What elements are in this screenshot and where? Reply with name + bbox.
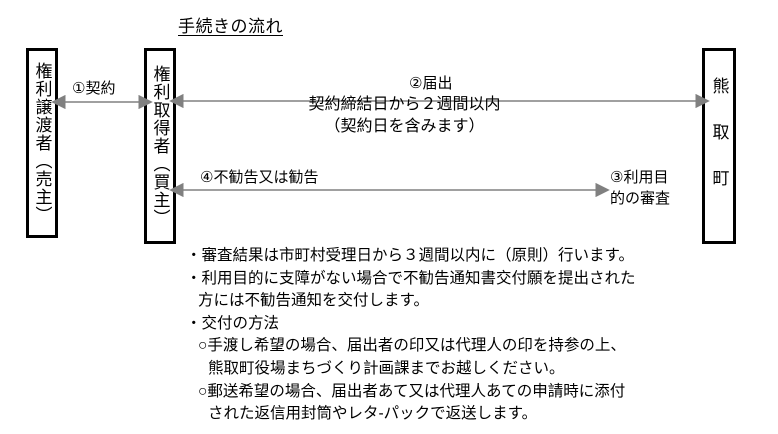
note-line: ・利用目的に支障がない場合で不勧告通知書交付願を提出された bbox=[186, 269, 636, 287]
note-line: ・交付の方法 bbox=[186, 314, 280, 332]
note-line: ○郵送希望の場合、届出者あて又は代理人あての申請時に添付 bbox=[198, 382, 626, 400]
page-title: 手続きの流れ bbox=[178, 17, 283, 36]
notes-block: ・審査結果は市町村受理日から３週間以内に（原則）行います。 ・利用目的に支障がな… bbox=[186, 245, 771, 426]
label-contract: ①契約 bbox=[72, 80, 116, 97]
label-notification: ②届出 bbox=[409, 75, 453, 92]
label-notification-detail-2: （契約日を含みます） bbox=[324, 118, 485, 135]
note-line: された返信用封筒やレタ-パックで返送します。 bbox=[208, 405, 538, 423]
label-review: ③利用目 的の審査 bbox=[610, 169, 671, 207]
arrow-notification bbox=[169, 93, 710, 109]
arrow-recommendation bbox=[169, 182, 610, 198]
actor-label-seller: 権利譲渡者（売主） bbox=[32, 62, 52, 224]
label-notification-detail-1: 契約締結日から２週間以内 bbox=[308, 96, 501, 113]
arrow-contract bbox=[51, 94, 153, 110]
actor-box-town: 熊取町 bbox=[702, 48, 736, 244]
actor-box-buyer: 権利取得者（買主） bbox=[144, 48, 176, 244]
note-line: ○手渡し希望の場合、届出者の印又は代理人の印を持参の上、 bbox=[198, 337, 626, 355]
note-line: 熊取町役場まちづくり計画課までお越しください。 bbox=[208, 359, 565, 377]
note-line: ・審査結果は市町村受理日から３週間以内に（原則）行います。 bbox=[186, 247, 634, 264]
actor-box-seller: 権利譲渡者（売主） bbox=[26, 48, 58, 238]
actor-label-buyer: 権利取得者（買主） bbox=[150, 65, 170, 227]
label-recommendation: ④不勧告又は勧告 bbox=[200, 169, 319, 186]
actor-label-town: 熊取町 bbox=[709, 77, 729, 215]
note-line: 方には不勧告通知を交付します。 bbox=[198, 292, 429, 310]
